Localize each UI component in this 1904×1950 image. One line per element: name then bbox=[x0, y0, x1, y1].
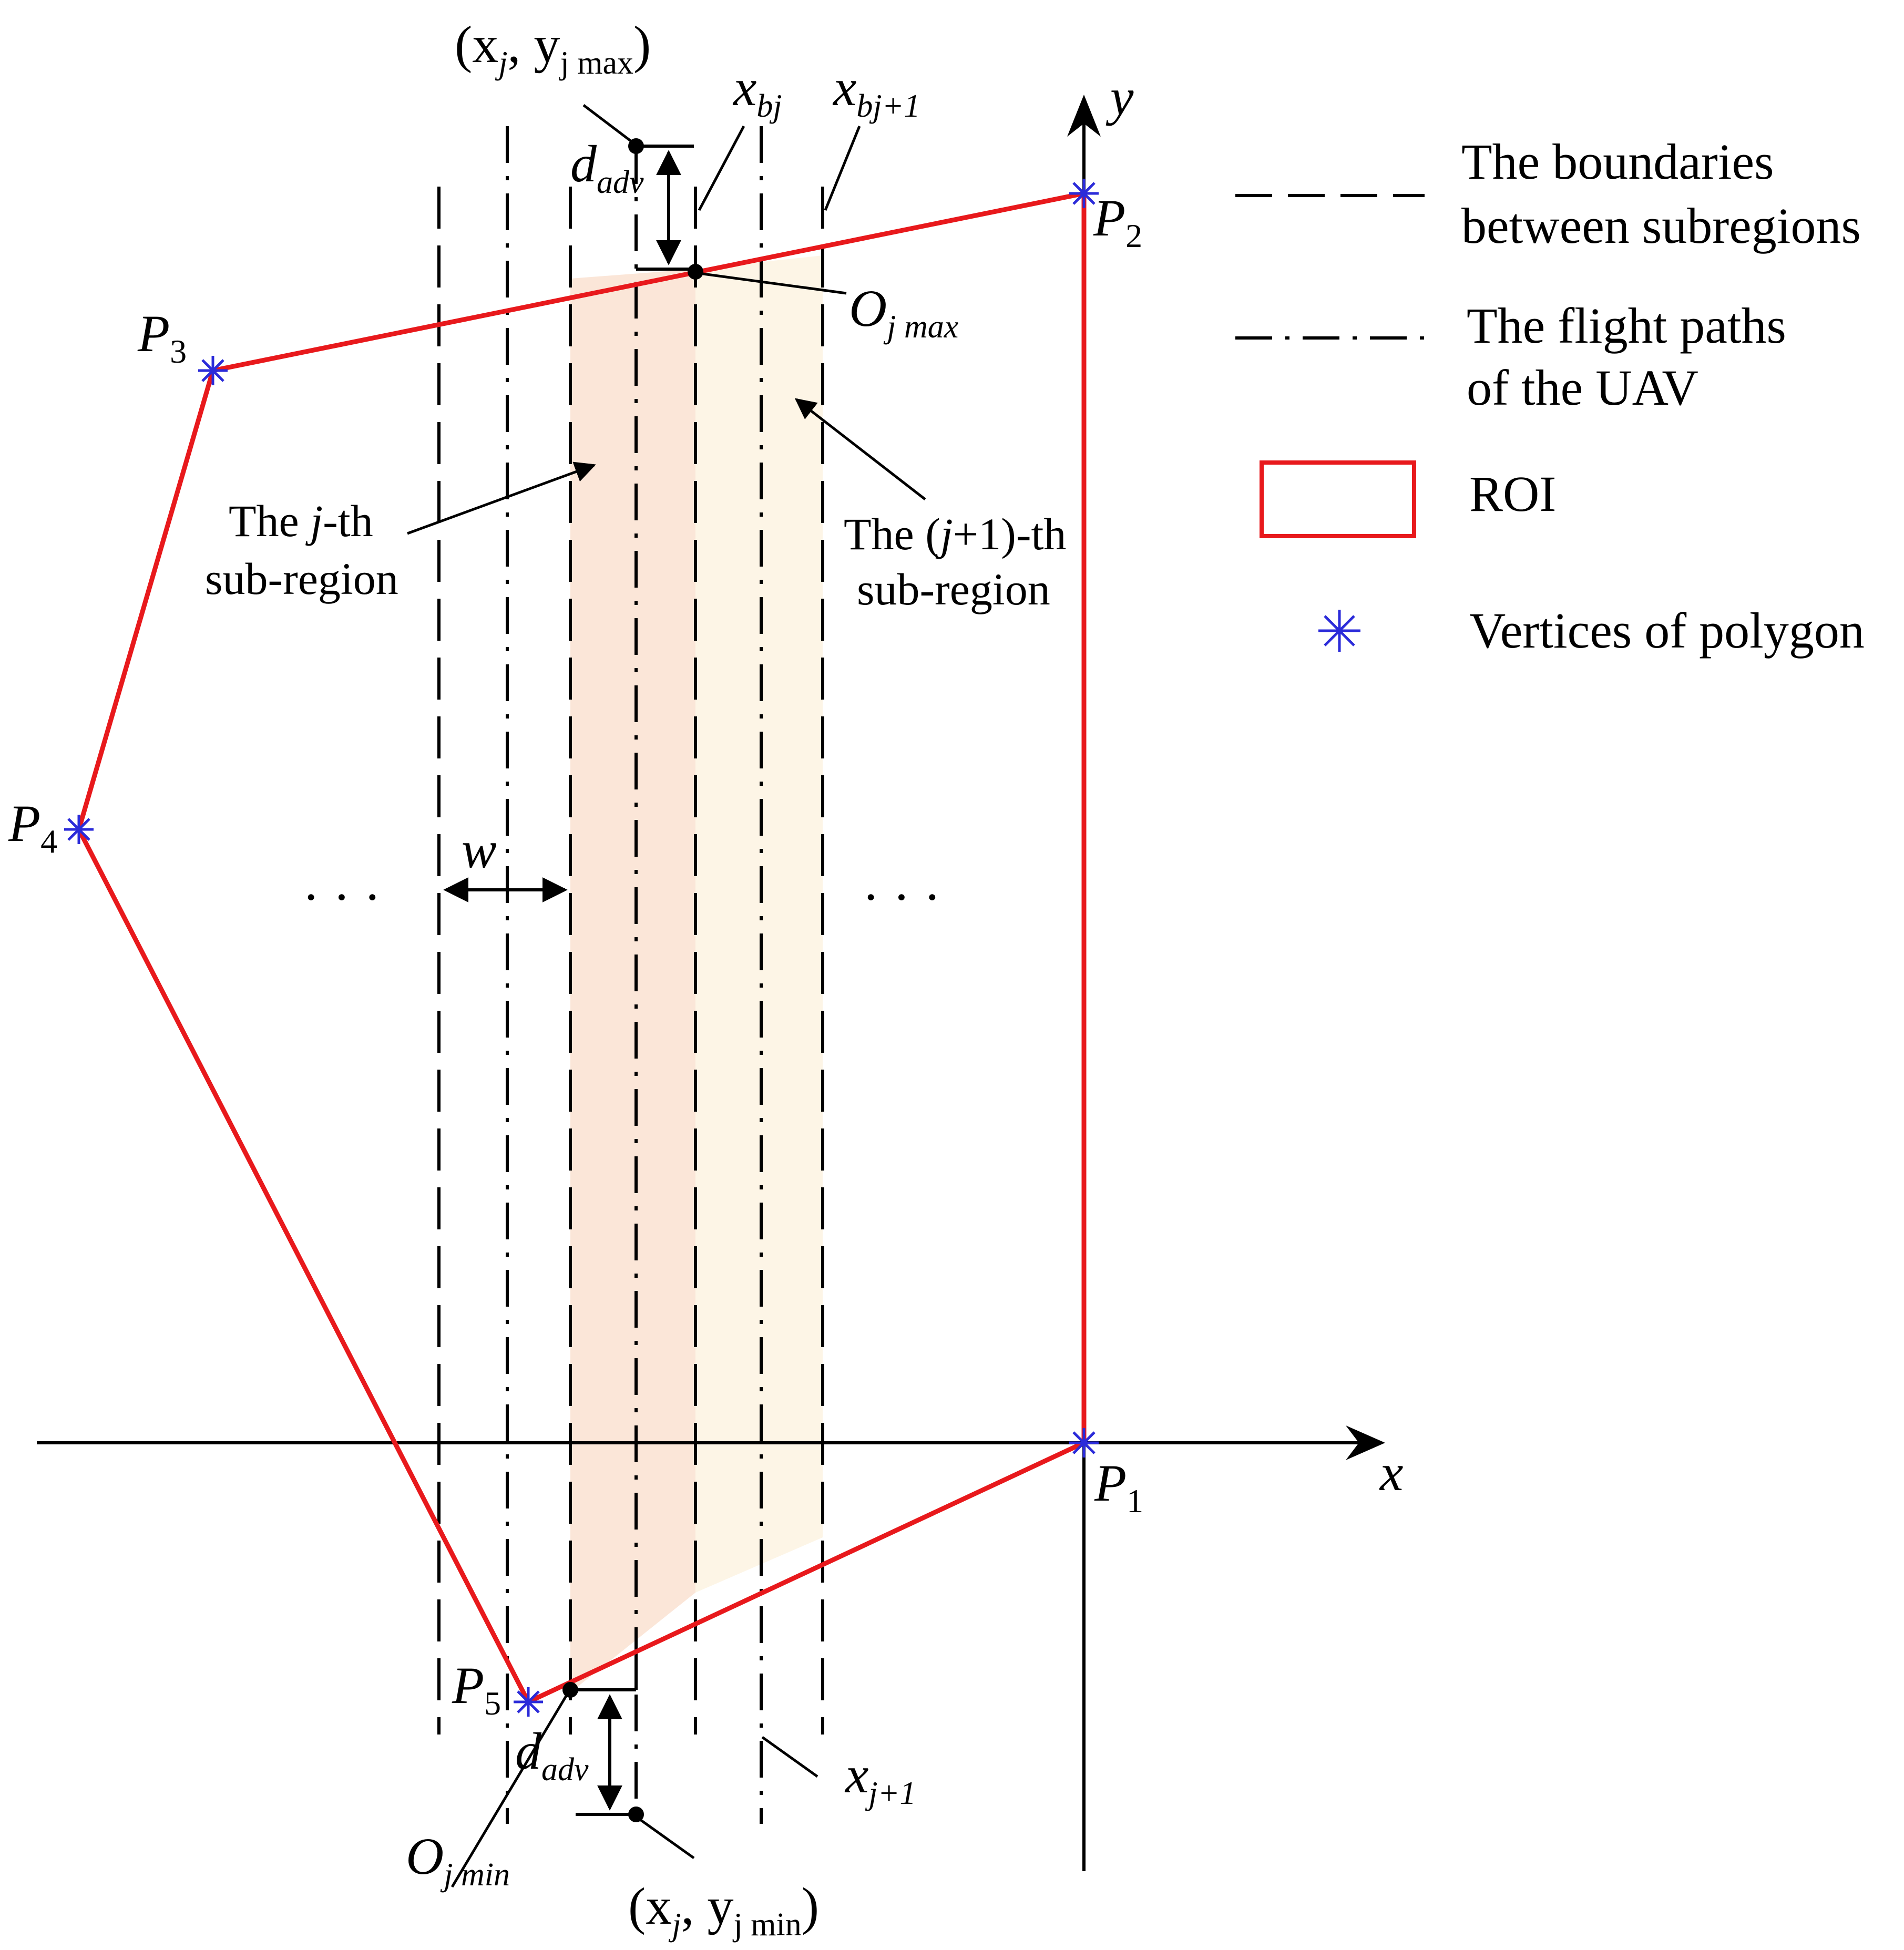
legend: The boundaries between subregions The fl… bbox=[1235, 134, 1865, 659]
vertex-marker-p3 bbox=[198, 356, 228, 385]
subregion-boundaries bbox=[437, 187, 824, 1735]
label-p2: P2 bbox=[1093, 189, 1142, 254]
label-p5: P5 bbox=[452, 1656, 501, 1722]
label-ojmin: Oj min bbox=[406, 1827, 510, 1893]
vertex-marker-p2 bbox=[1069, 179, 1099, 208]
legend-boundaries-line2: between subregions bbox=[1461, 198, 1861, 254]
subregion-j1-shade bbox=[695, 255, 823, 1593]
label-dots-right: · · · bbox=[862, 868, 941, 926]
label-dadv-top: dadv bbox=[570, 135, 644, 200]
point-ojmax bbox=[688, 264, 703, 280]
label-p4: P4 bbox=[8, 794, 57, 860]
x-axis bbox=[37, 1425, 1385, 1460]
label-j1th-subregion-line2: sub-region bbox=[857, 564, 1050, 614]
roi-polygon bbox=[76, 190, 1087, 1705]
subregion-j-shade bbox=[570, 269, 695, 1692]
legend-roi-label: ROI bbox=[1469, 466, 1556, 522]
label-dadv-bottom: dadv bbox=[515, 1722, 589, 1788]
label-jth-subregion-line1: The j-th bbox=[229, 496, 373, 546]
dadv-top-bracket bbox=[636, 145, 695, 271]
leader-lines bbox=[407, 104, 926, 1888]
label-w: w bbox=[462, 820, 497, 879]
label-top-point: (xj, yj max) bbox=[455, 15, 651, 81]
label-dots-left: · · · bbox=[302, 868, 381, 926]
vertex-markers bbox=[64, 179, 1099, 1717]
vertex-marker-p1 bbox=[1069, 1428, 1099, 1458]
dadv-bottom-bracket bbox=[570, 1656, 638, 1816]
label-xj1: xj+1 bbox=[844, 1746, 916, 1811]
label-p3: P3 bbox=[137, 304, 187, 370]
label-bottom-point: (xj, yj min) bbox=[628, 1877, 819, 1943]
legend-vertex-symbol bbox=[1318, 610, 1360, 652]
vertex-marker-p5 bbox=[514, 1687, 543, 1717]
legend-flight-paths-line1: The flight paths bbox=[1467, 297, 1786, 354]
label-y-axis: y bbox=[1105, 68, 1134, 126]
legend-boundaries-line1: The boundaries bbox=[1461, 134, 1774, 190]
legend-vertices-label: Vertices of polygon bbox=[1469, 602, 1865, 659]
legend-flight-paths-line2: of the UAV bbox=[1467, 360, 1698, 416]
label-x-axis: x bbox=[1379, 1443, 1403, 1502]
label-jth-subregion-line2: sub-region bbox=[205, 553, 398, 604]
flight-paths bbox=[506, 126, 763, 1824]
point-ojmin bbox=[562, 1682, 578, 1698]
label-xbj1: xbj+1 bbox=[832, 58, 920, 124]
label-xbj: xbj bbox=[732, 58, 782, 124]
vertex-marker-p4 bbox=[64, 815, 94, 844]
label-ojmax: Oj max bbox=[849, 279, 959, 345]
label-p1: P1 bbox=[1094, 1454, 1143, 1520]
label-j1th-subregion-line1: The (j+1)-th bbox=[844, 509, 1066, 559]
legend-roi-symbol bbox=[1260, 460, 1416, 538]
